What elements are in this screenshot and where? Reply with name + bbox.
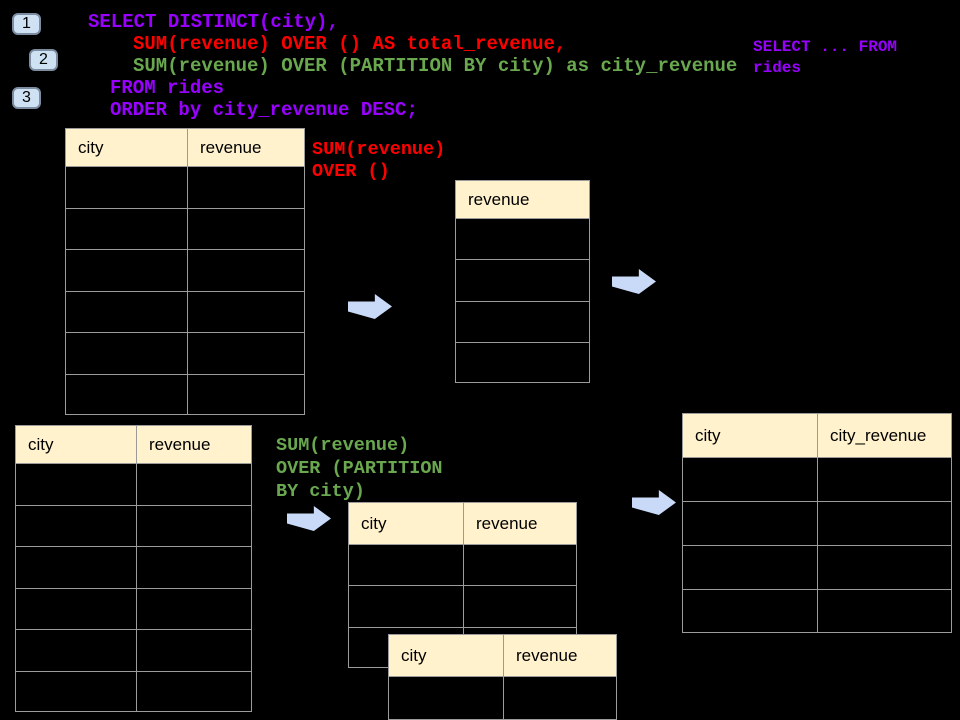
table-body [683, 458, 951, 632]
table-cell [66, 291, 188, 332]
table-body [16, 464, 251, 711]
table-cell [16, 671, 137, 711]
table-row [66, 250, 304, 292]
step-badge-3-label: 3 [22, 89, 31, 106]
arrow-right-icon-2 [612, 269, 656, 294]
table-body [66, 167, 304, 414]
table-source-partition: city revenue [15, 425, 252, 712]
table-partition-step: city revenue [348, 502, 577, 668]
label-partition-line-2: OVER (PARTITION [276, 458, 443, 479]
table-source-total: city revenue [65, 128, 305, 415]
table-row [66, 374, 304, 414]
table-row [349, 586, 576, 628]
table-row [66, 208, 304, 250]
table-cell [389, 677, 504, 719]
table-header-row: city revenue [16, 426, 251, 464]
table-cell [16, 630, 137, 671]
table-cell [683, 590, 818, 632]
table-row [389, 677, 616, 719]
column-header-revenue: revenue [468, 189, 530, 209]
table-partition-front: city revenue [388, 634, 617, 720]
table-cell [66, 250, 188, 291]
table-cell [683, 546, 818, 589]
table-cell [683, 502, 818, 545]
label-total-window: SUM(revenue)OVER () [312, 139, 445, 183]
column-header-revenue: revenue [200, 137, 262, 157]
column-header-city-revenue: city_revenue [830, 425, 927, 445]
table-row [456, 219, 589, 261]
label-partition-line-1: SUM(revenue) [276, 435, 410, 456]
table-header-row: city revenue [349, 503, 576, 545]
side-note: SELECT ... FROM rides [753, 37, 897, 79]
table-row [456, 343, 589, 382]
column-header-revenue: revenue [516, 645, 578, 665]
table-row [683, 502, 951, 546]
step-badge-3: 3 [12, 87, 41, 109]
table-row [456, 302, 589, 343]
table-header-row: city revenue [66, 129, 304, 167]
table-row [456, 260, 589, 302]
table-row [349, 545, 576, 587]
table-header-row: city city_revenue [683, 414, 951, 458]
table-row [16, 671, 251, 711]
table-total-result: revenue [455, 180, 590, 383]
table-cell [16, 464, 137, 505]
table-cell [349, 545, 464, 586]
sql-line-select: SELECT DISTINCT(city), [88, 11, 339, 33]
table-cell [349, 586, 464, 627]
step-badge-2: 2 [29, 49, 58, 71]
table-partition-result: city city_revenue [682, 413, 952, 633]
table-row [66, 333, 304, 375]
step-badge-2-label: 2 [39, 51, 48, 68]
column-header-revenue: revenue [476, 513, 538, 533]
table-cell [66, 208, 188, 249]
column-header-city: city [389, 635, 504, 676]
table-row [683, 546, 951, 590]
label-total-line-1: SUM(revenue) [312, 139, 446, 160]
table-cell [66, 333, 188, 374]
table-body [389, 677, 616, 719]
table-cell [16, 588, 137, 629]
table-cell [66, 167, 188, 208]
arrow-right-icon-4 [632, 490, 676, 515]
sql-line-total: SUM(revenue) OVER () AS total_revenue, [133, 33, 567, 55]
step-badge-1: 1 [12, 13, 41, 35]
table-header-row: revenue [456, 181, 589, 219]
table-row [683, 590, 951, 632]
table-row [16, 547, 251, 589]
table-cell [683, 458, 818, 501]
column-header-city: city [66, 129, 188, 166]
column-header-city: city [349, 503, 464, 544]
side-note-line-1: SELECT ... FROM [753, 38, 898, 56]
label-total-line-2: OVER () [312, 161, 390, 182]
column-header-city: city [683, 414, 818, 457]
table-row [683, 458, 951, 502]
arrow-right-icon-1 [348, 294, 392, 319]
label-partition-line-3: BY city) [276, 481, 365, 502]
table-cell [16, 547, 137, 588]
table-row [16, 464, 251, 506]
table-body [456, 219, 589, 382]
table-row [16, 505, 251, 547]
column-header-city: city [16, 426, 137, 463]
table-row [66, 291, 304, 333]
sql-line-from: FROM rides [110, 77, 225, 99]
sql-line-order: ORDER by city_revenue DESC; [110, 99, 418, 121]
column-header-revenue: revenue [149, 434, 211, 454]
sql-line-partition: SUM(revenue) OVER (PARTITION BY city) as… [133, 55, 738, 77]
table-header-row: city revenue [389, 635, 616, 677]
table-cell [16, 505, 137, 546]
step-badge-1-label: 1 [22, 15, 31, 32]
arrow-right-icon-3 [287, 506, 331, 531]
table-cell [66, 374, 188, 414]
side-note-line-2: rides [753, 59, 802, 77]
table-row [16, 588, 251, 630]
table-row [16, 630, 251, 672]
table-row [66, 167, 304, 209]
